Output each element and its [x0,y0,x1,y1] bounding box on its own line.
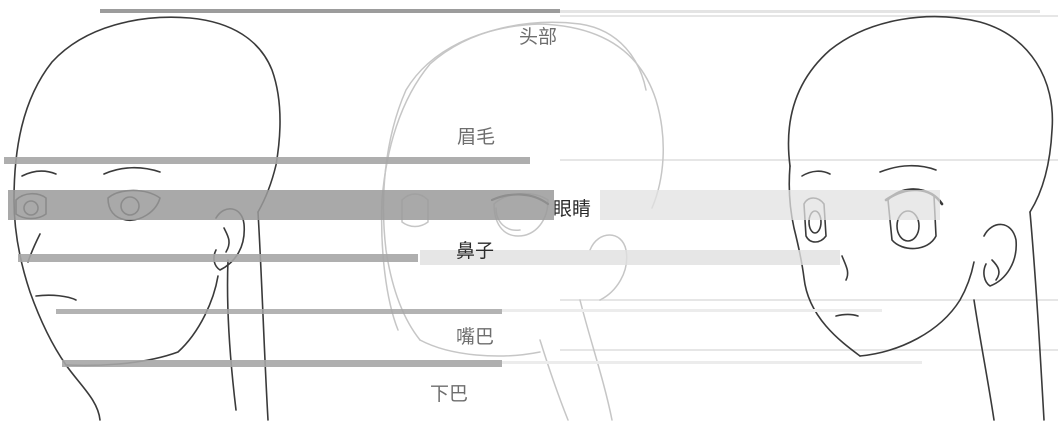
label-chin: 下巴 [430,383,469,405]
nose-side [841,255,849,281]
guide-bar-chin [62,360,502,367]
guide-bar-head-top-light [560,10,1040,13]
head-outline-front [13,16,281,421]
label-head: 头部 [519,26,558,48]
neck-side [973,299,995,421]
brow-right-side [879,164,937,173]
guide-bar-chin-light [502,361,922,364]
proportion-guides [4,9,1040,367]
mouth-side [835,313,859,317]
jaw-front [65,275,219,367]
neck-back-side [1029,211,1045,421]
neck-overlay-b [539,339,569,421]
neck-front [226,259,237,411]
neck-overlay-a [579,299,613,421]
head-outline-overlay-a [382,23,664,341]
face-sketch-overlay [380,21,664,421]
guide-bar-mouth [56,309,502,314]
neck-back-front [257,211,269,421]
guide-bar-mouth-light [502,309,882,312]
guide-bar-eyebrow [4,157,530,164]
jaw-side [859,261,975,357]
brow-left-front [21,170,57,177]
guide-bar-head-top [100,9,560,13]
head-outline-overlay-b [380,21,647,331]
brow-right-front [103,166,161,175]
ear-overlay [589,234,628,301]
label-eyebrow: 眉毛 [457,126,496,148]
guide-bar-nose-dark [18,254,418,262]
ear-inner-side [991,259,1000,281]
brow-left-side [801,170,831,177]
ear-side [983,223,1017,287]
guide-bar-eyes-light [600,190,940,220]
head-outline-side [787,15,1054,213]
jaw-overlay [419,339,541,357]
guide-bar-nose-light [420,250,840,265]
label-nose: 鼻子 [456,240,495,262]
mouth-front [35,294,77,301]
label-eyes: 眼睛 [553,198,592,220]
guide-bar-eyes-dark [8,190,554,220]
ear-inner-front [223,227,230,253]
label-mouth: 嘴巴 [456,326,495,348]
